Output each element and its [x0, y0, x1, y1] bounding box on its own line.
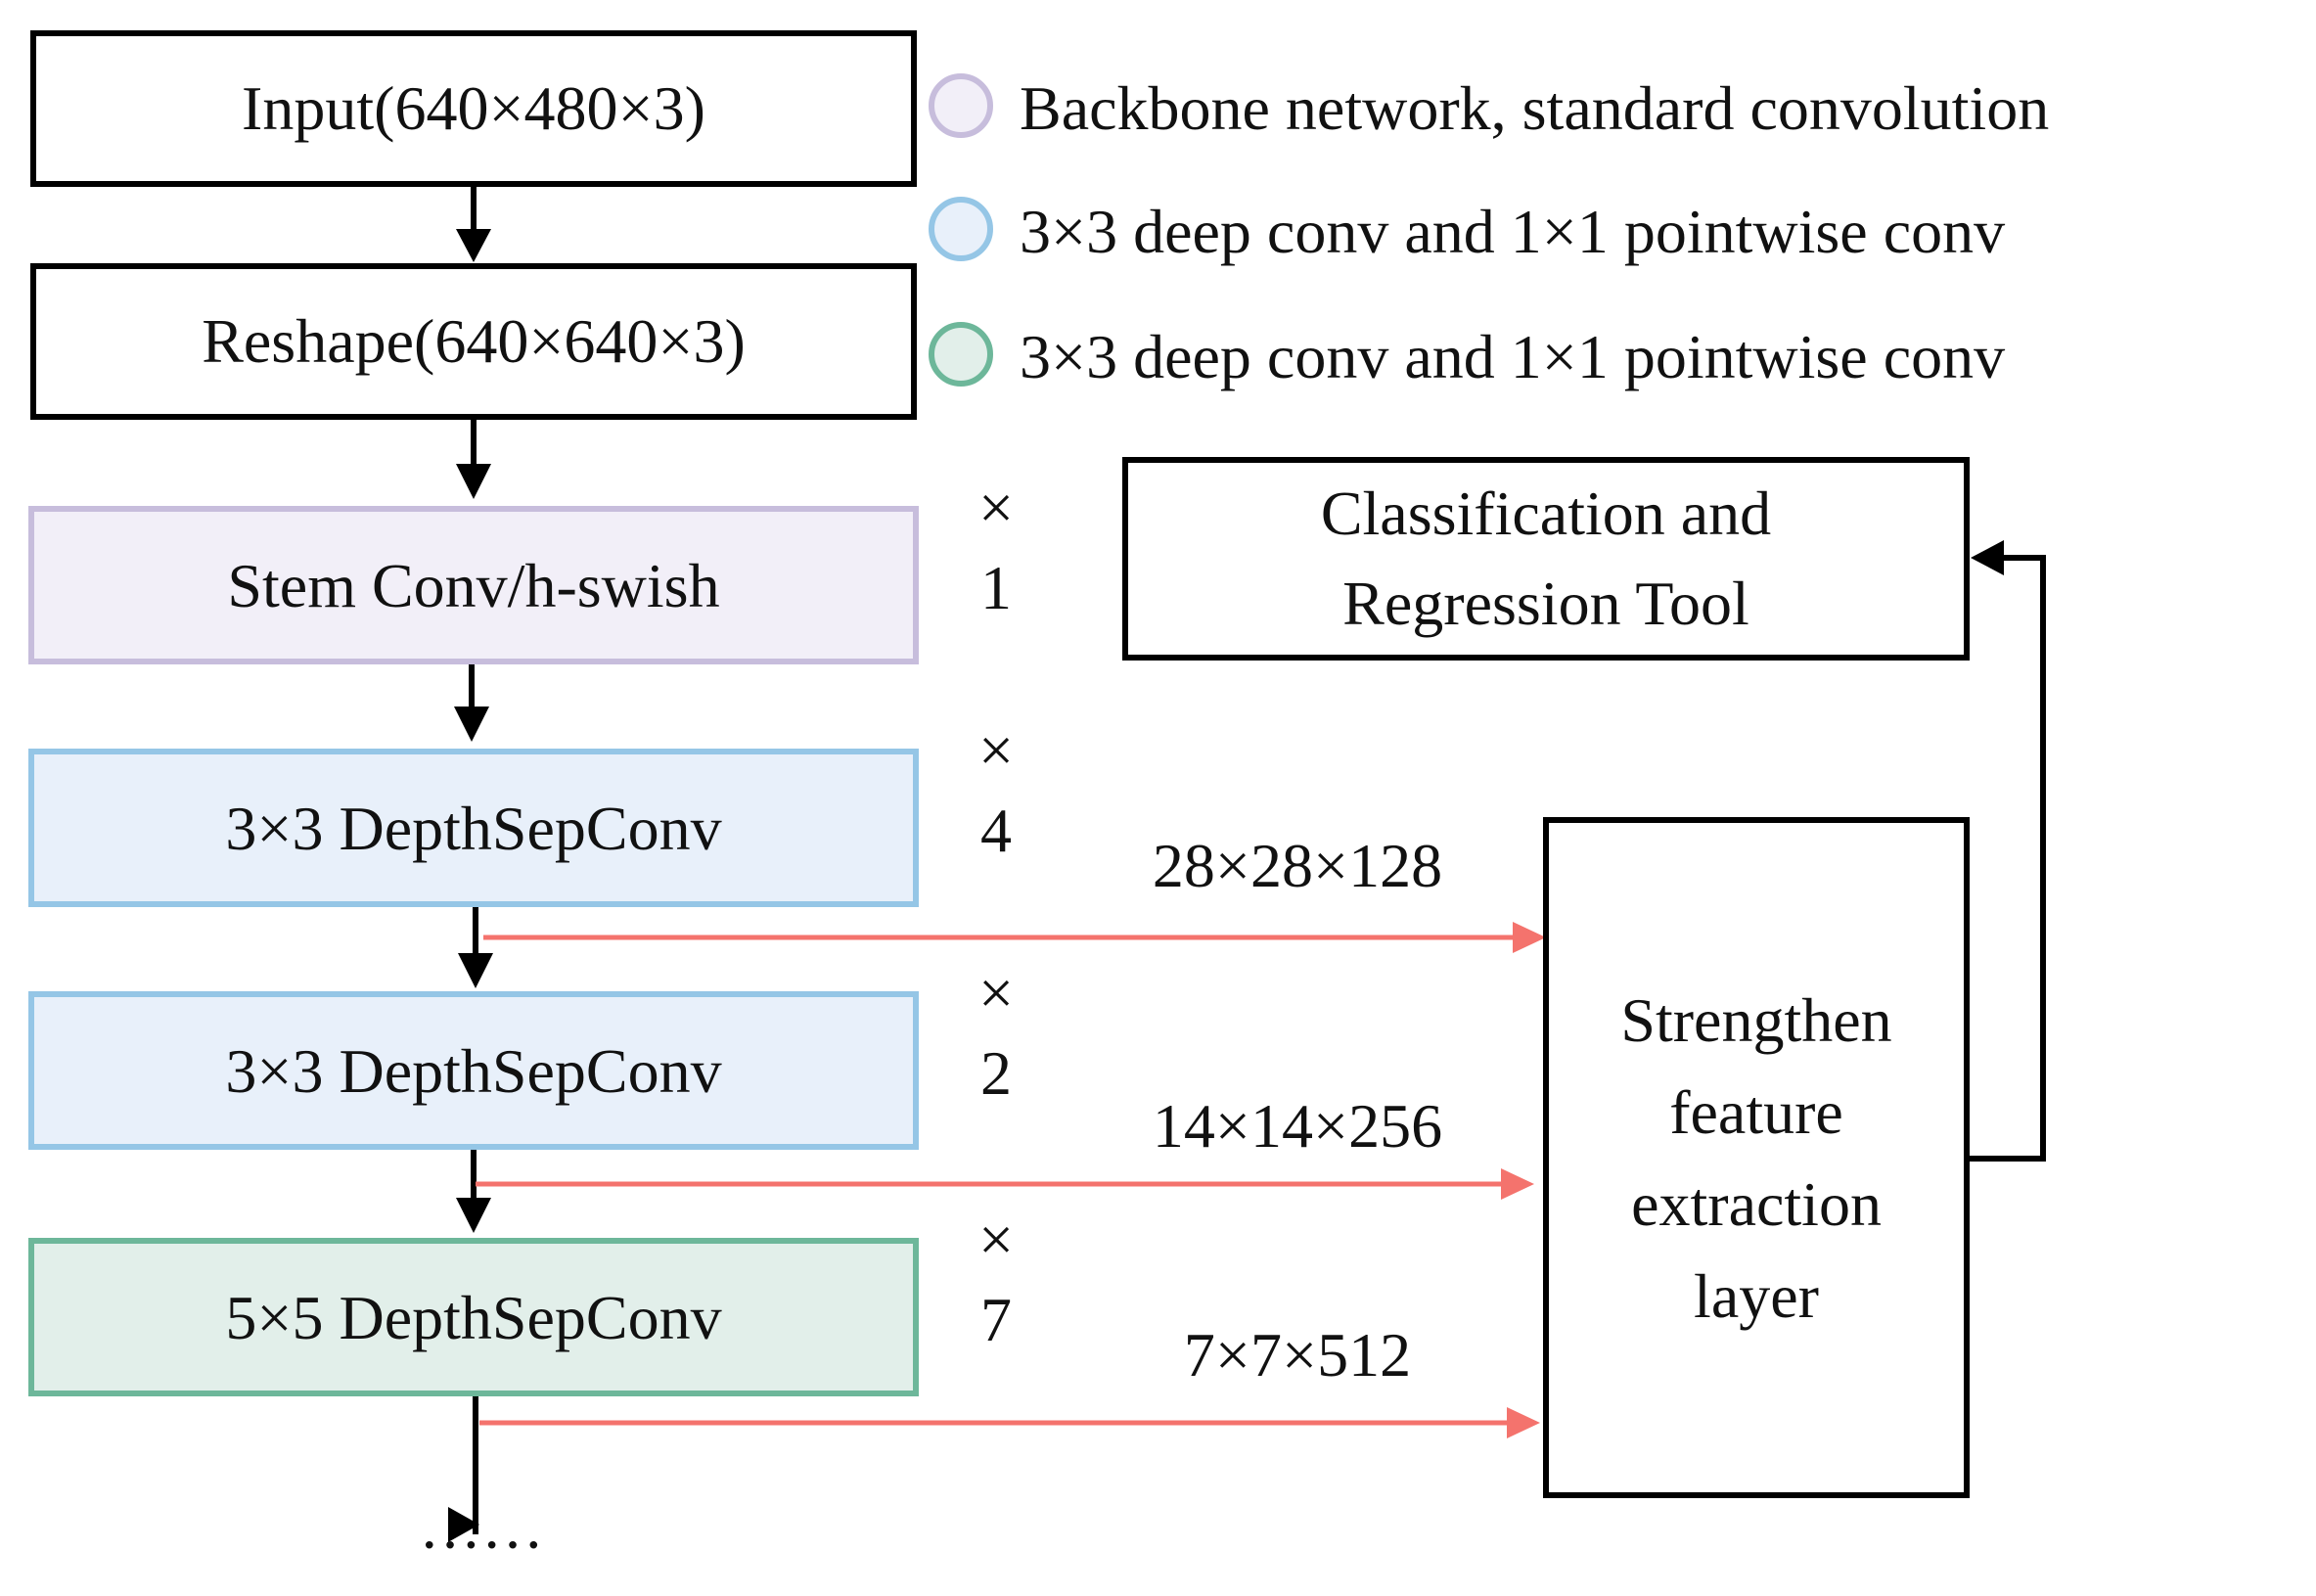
- repeat-count: 7: [980, 1285, 1012, 1354]
- legend: Backbone network, standard convolution 3…: [929, 73, 2049, 391]
- continuation-dots: ······: [419, 1510, 544, 1579]
- stem-conv-label: Stem Conv/h-swish: [227, 551, 719, 620]
- feature-arrowhead-7: [1507, 1407, 1540, 1438]
- reshape-label: Reshape(640×640×3): [202, 306, 746, 376]
- repeat-counter-stem: × 1: [978, 473, 1014, 622]
- strengthen-label-line1: Strengthen: [1620, 985, 1891, 1055]
- repeat-count: 2: [980, 1038, 1012, 1108]
- arrowhead-dw1-to-dw2: [458, 953, 493, 988]
- feature-arrows: [476, 922, 1546, 1438]
- repeat-count: 1: [980, 553, 1012, 622]
- strengthen-label-line2: feature: [1669, 1077, 1843, 1147]
- feature-arrowhead-28: [1513, 922, 1546, 953]
- repeat-count: 4: [980, 796, 1012, 865]
- depthsepconv-1-label: 3×3 DepthSepConv: [225, 794, 721, 863]
- arrowhead-to-classification: [1971, 540, 2004, 575]
- repeat-counter-dw2: × 2: [978, 958, 1014, 1108]
- strengthen-label-line4: layer: [1694, 1261, 1819, 1331]
- legend-label: 3×3 deep conv and 1×1 pointwise conv: [1020, 197, 2005, 266]
- feature-size-28: 28×28×128: [1153, 831, 1442, 900]
- arrowhead-dw3-down: [448, 1507, 479, 1542]
- classification-label-line1: Classification and: [1321, 479, 1771, 548]
- legend-item-backbone: Backbone network, standard convolution: [929, 73, 2049, 143]
- arrow-strengthen-to-classification: [1967, 555, 2046, 1162]
- arrowhead-dw2-to-dw3: [456, 1198, 491, 1233]
- stem-conv-node: Stem Conv/h-swish: [28, 506, 919, 664]
- arrowhead-reshape-to-stem: [456, 464, 491, 499]
- main-flow-arrows: [448, 186, 493, 1542]
- legend-item-blue: 3×3 deep conv and 1×1 pointwise conv: [929, 197, 2005, 266]
- repeat-symbol: ×: [978, 715, 1014, 785]
- repeat-counter-dw1: × 4: [978, 715, 1014, 865]
- repeat-counter-dw3: × 7: [978, 1205, 1014, 1354]
- depthsepconv-2-node: 3×3 DepthSepConv: [28, 991, 919, 1150]
- legend-label: 3×3 deep conv and 1×1 pointwise conv: [1020, 322, 2005, 391]
- depthsepconv-3-node: 5×5 DepthSepConv: [28, 1238, 919, 1396]
- legend-label: Backbone network, standard convolution: [1020, 73, 2049, 143]
- strengthen-feature-node: Strengthen feature extraction layer: [1543, 817, 1970, 1498]
- arrowhead-input-to-reshape: [456, 229, 491, 262]
- repeat-symbol: ×: [978, 1205, 1014, 1274]
- legend-purple-circle-icon: [929, 73, 993, 138]
- legend-blue-circle-icon: [929, 197, 993, 261]
- feature-arrowhead-14: [1501, 1168, 1534, 1200]
- reshape-node: Reshape(640×640×3): [30, 263, 917, 420]
- legend-green-circle-icon: [929, 322, 993, 387]
- classification-node: Classification and Regression Tool: [1122, 457, 1970, 661]
- feature-size-7: 7×7×512: [1184, 1320, 1411, 1390]
- feature-size-14: 14×14×256: [1153, 1091, 1442, 1161]
- input-node: Input(640×480×3): [30, 30, 917, 187]
- legend-item-green: 3×3 deep conv and 1×1 pointwise conv: [929, 322, 2005, 391]
- repeat-symbol: ×: [978, 473, 1014, 542]
- strengthen-label-line3: extraction: [1631, 1169, 1882, 1239]
- depthsepconv-1-node: 3×3 DepthSepConv: [28, 749, 919, 907]
- arrowhead-stem-to-dw1: [454, 707, 489, 742]
- depthsepconv-3-label: 5×5 DepthSepConv: [225, 1283, 721, 1352]
- repeat-symbol: ×: [978, 958, 1014, 1027]
- classification-label-line2: Regression Tool: [1342, 569, 1749, 638]
- depthsepconv-2-label: 3×3 DepthSepConv: [225, 1036, 721, 1106]
- input-label: Input(640×480×3): [242, 73, 705, 143]
